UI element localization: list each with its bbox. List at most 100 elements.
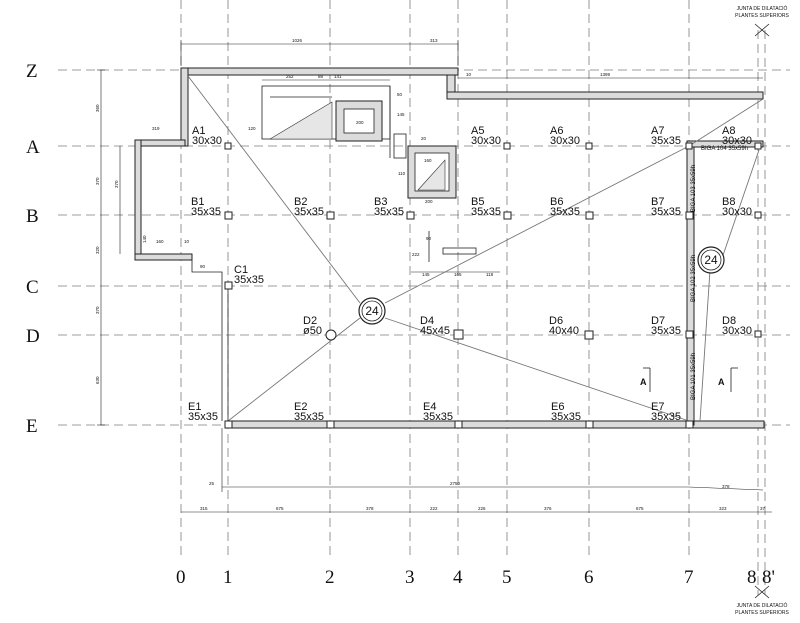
svg-text:25: 25 [209, 481, 215, 486]
row-label-Z: Z [26, 61, 38, 82]
svg-text:35x35: 35x35 [294, 411, 324, 423]
svg-text:319: 319 [152, 126, 160, 131]
pit-box [393, 133, 500, 273]
svg-text:30x30: 30x30 [471, 135, 501, 147]
top-dimensions: 1026 313 10 1399 [180, 38, 763, 79]
svg-text:313: 313 [430, 38, 438, 43]
svg-text:50: 50 [397, 92, 403, 97]
svg-text:35x35: 35x35 [188, 411, 218, 423]
column-B6: B6 35x35 [550, 196, 594, 220]
col-label-8p: 8' [762, 567, 775, 588]
svg-text:630: 630 [95, 376, 100, 384]
svg-text:10: 10 [466, 72, 472, 77]
slab-diagonals [187, 75, 764, 422]
svg-text:24: 24 [365, 304, 379, 318]
col-label-2: 2 [325, 567, 335, 588]
beam-102-label: BIGA 102 35x59h [691, 255, 697, 302]
svg-text:160: 160 [424, 158, 432, 163]
column-E7: E7 35x35 [651, 401, 694, 429]
svg-text:35x35: 35x35 [651, 135, 681, 147]
svg-text:35x35: 35x35 [551, 411, 581, 423]
column-B8: B8 30x30 [722, 196, 762, 219]
svg-text:35x35: 35x35 [550, 206, 580, 218]
svg-text:145: 145 [397, 112, 405, 117]
svg-text:JUNTA DE DILATACIÓ: JUNTA DE DILATACIÓ [737, 5, 788, 12]
wall-outlines [191, 260, 229, 421]
svg-text:222: 222 [412, 252, 420, 257]
svg-text:376: 376 [544, 506, 552, 511]
svg-text:B8: B8 [722, 196, 735, 208]
svg-text:D6: D6 [549, 315, 563, 327]
column-B5: B5 35x35 [471, 196, 512, 220]
svg-text:370: 370 [95, 177, 100, 185]
svg-text:PLANTES SUPERIORS: PLANTES SUPERIORS [735, 13, 789, 19]
svg-text:120: 120 [248, 126, 256, 131]
svg-text:A1: A1 [192, 125, 205, 137]
svg-text:D2: D2 [303, 315, 317, 327]
beam-103-label: BIGA 103 35x59h [691, 165, 697, 212]
svg-text:30x30: 30x30 [550, 135, 580, 147]
svg-text:B5: B5 [471, 196, 484, 208]
column-C1: C1 35x35 [224, 264, 264, 290]
column-E1: E1 35x35 [188, 401, 233, 429]
svg-text:B3: B3 [374, 196, 387, 208]
pit-dimensions: 20 160 200 110 90 145 165 118 222 [398, 136, 494, 277]
svg-text:35x35: 35x35 [651, 411, 681, 423]
svg-text:30x30: 30x30 [722, 206, 752, 218]
svg-text:A: A [640, 377, 647, 387]
svg-text:D7: D7 [651, 315, 665, 327]
svg-text:A8: A8 [722, 125, 735, 137]
svg-text:35x35: 35x35 [374, 206, 404, 218]
expansion-joint-top: JUNTA DE DILATACIÓ PLANTES SUPERIORS [735, 5, 789, 37]
row-label-E: E [26, 416, 38, 437]
svg-text:145: 145 [422, 272, 430, 277]
svg-text:A5: A5 [471, 125, 484, 137]
col-label-4: 4 [453, 567, 463, 588]
col-label-6: 6 [584, 567, 594, 588]
svg-text:35x35: 35x35 [471, 206, 501, 218]
column-D4: D4 45x45 [420, 315, 464, 340]
stair-box [261, 85, 391, 158]
svg-text:88: 88 [318, 74, 324, 79]
stair-dimensions: 252 88 141 200 120 145 50 [248, 74, 405, 131]
overall-dimension: 25 2750 378 [209, 428, 764, 492]
svg-text:D4: D4 [420, 315, 434, 327]
section-mark-1: A [640, 367, 651, 392]
column-D7: D7 35x35 [651, 315, 694, 339]
row-label-C: C [26, 277, 39, 298]
svg-text:200: 200 [425, 199, 433, 204]
svg-text:C1: C1 [234, 264, 248, 276]
column-A5: A5 30x30 [471, 125, 511, 150]
column-D6: D6 40x40 [549, 315, 594, 340]
column-B7: B7 35x35 [651, 196, 694, 220]
svg-text:E7: E7 [651, 401, 664, 413]
svg-text:675: 675 [276, 506, 284, 511]
svg-text:675: 675 [636, 506, 644, 511]
column-A1: A1 30x30 [192, 125, 232, 150]
svg-text:B1: B1 [191, 196, 204, 208]
svg-text:A7: A7 [651, 125, 664, 137]
beam-101-label: BIGA 101 35x59h [691, 353, 697, 400]
svg-text:140: 140 [142, 235, 147, 243]
svg-text:118: 118 [486, 272, 494, 277]
svg-text:A6: A6 [550, 125, 563, 137]
svg-text:110: 110 [398, 171, 406, 176]
left-dimension-chain: 360 370 320 370 630 [95, 69, 105, 426]
svg-text:90: 90 [426, 236, 432, 241]
column-D8: D8 30x30 [722, 315, 762, 338]
svg-text:30x30: 30x30 [722, 135, 752, 147]
svg-text:222: 222 [430, 506, 438, 511]
column-A6: A6 30x30 [550, 125, 593, 150]
svg-text:1026: 1026 [292, 38, 303, 43]
svg-text:35x35: 35x35 [423, 411, 453, 423]
svg-text:378: 378 [722, 484, 730, 489]
svg-text:A: A [718, 377, 725, 387]
svg-text:30x30: 30x30 [722, 325, 752, 337]
column-E2: E2 35x35 [294, 401, 335, 429]
svg-text:315: 315 [200, 506, 208, 511]
svg-text:40x40: 40x40 [549, 325, 579, 337]
svg-text:160: 160 [156, 239, 164, 244]
svg-text:B6: B6 [550, 196, 563, 208]
svg-text:JUNTA DE DILATACIÓ: JUNTA DE DILATACIÓ [737, 602, 788, 609]
